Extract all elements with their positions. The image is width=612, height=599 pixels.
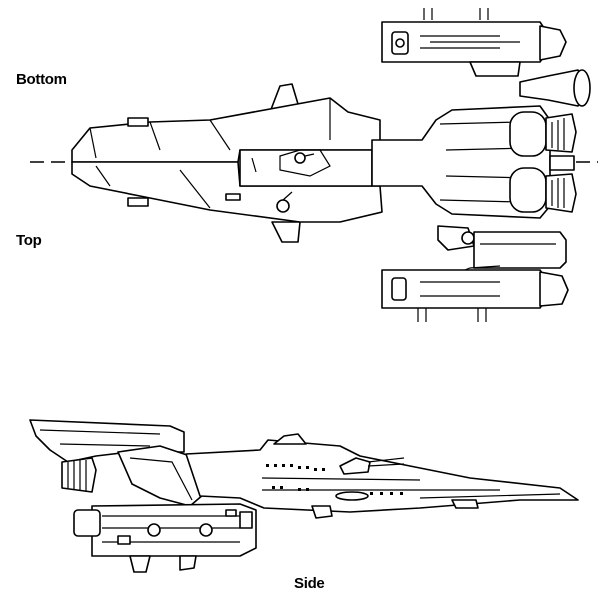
side-aft-engine [61,457,97,493]
view-label-bottom: Bottom [16,71,67,88]
view-label-top: Top [16,232,42,249]
side-main-hull [185,439,579,513]
side-turret [339,457,371,475]
side-under-pod [311,505,333,519]
side-bridge [273,433,307,445]
side-view-drawing [29,419,579,573]
side-lower-pod [73,503,257,573]
lower-fin [271,221,301,243]
side-windows [266,464,403,495]
lower-pod [381,225,569,322]
upper-pod [381,8,567,77]
side-pylon [117,445,205,507]
plan-view-drawing [30,8,598,322]
view-label-side: Side [294,575,325,592]
hull-guns [127,117,306,213]
